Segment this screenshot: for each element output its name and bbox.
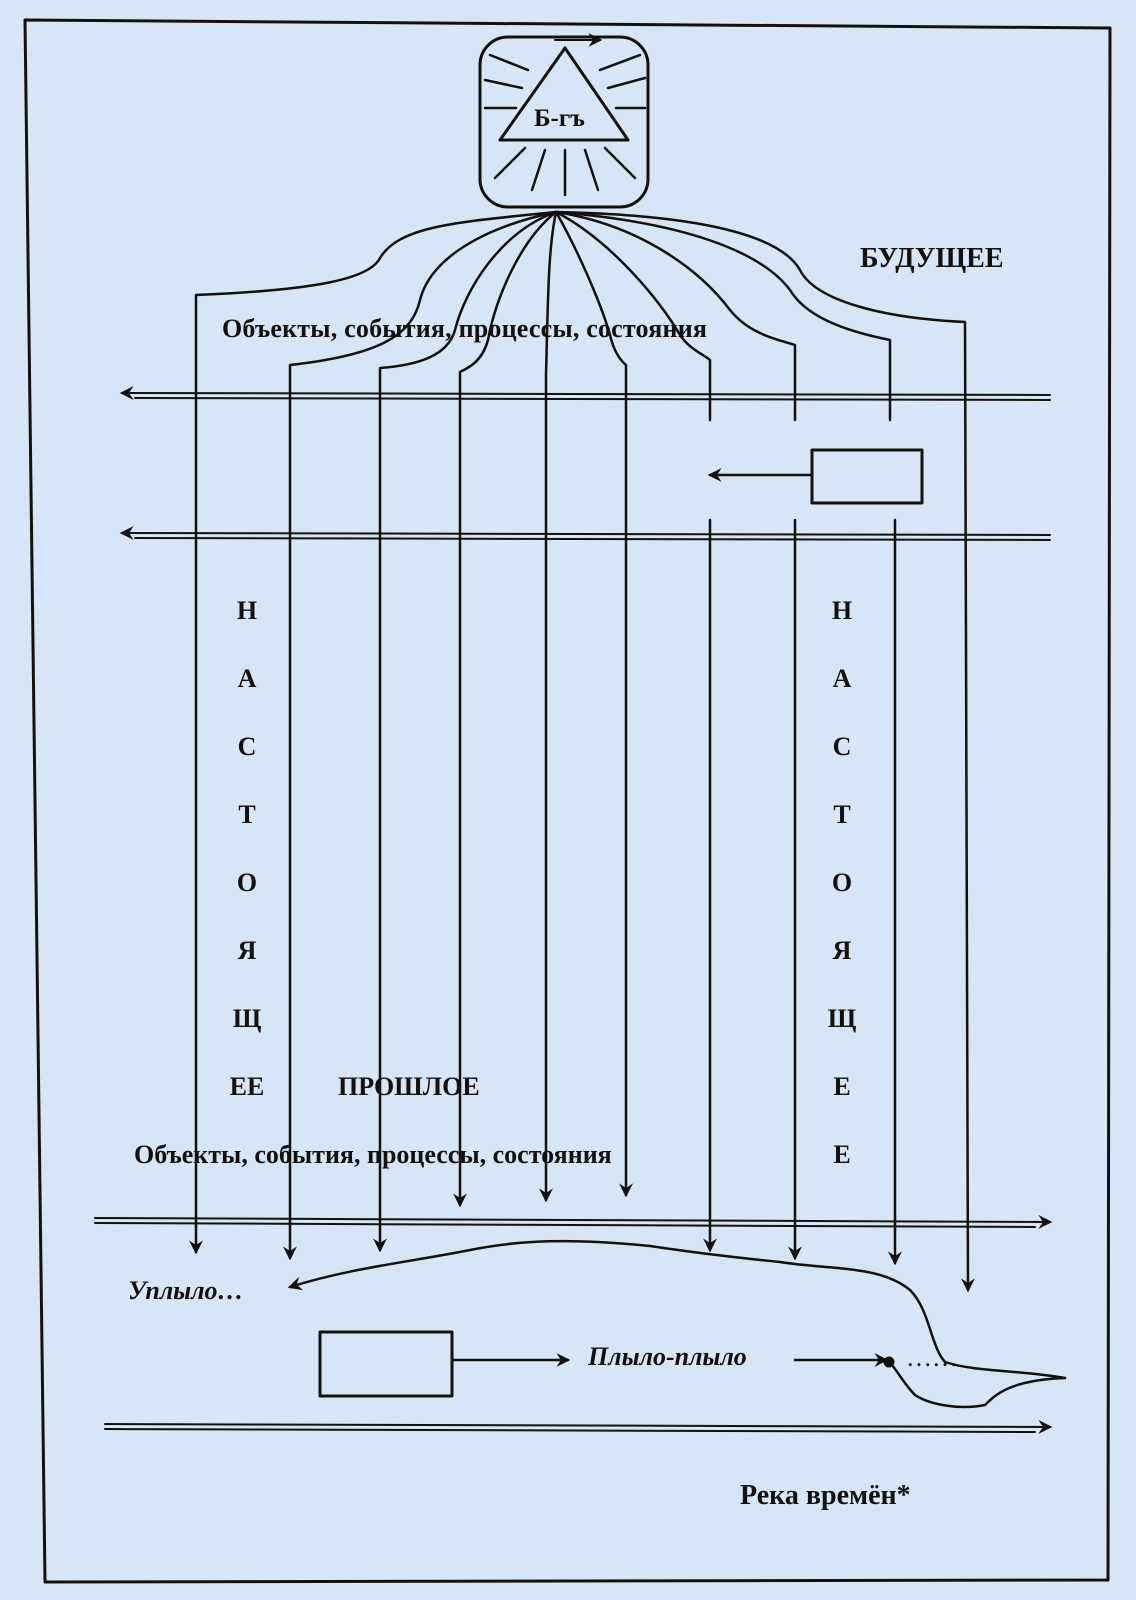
future-timeline-upper — [119, 386, 1051, 401]
future-event-box — [810, 448, 924, 505]
present-right-letter: Н — [831, 596, 853, 625]
floated-away-flow — [287, 1239, 1067, 1380]
present-left-letter: Н — [236, 596, 258, 625]
page-frame — [23, 18, 1112, 1584]
river-branch — [890, 1363, 1067, 1409]
future-label: БУДУЩЕЕ — [860, 243, 1004, 274]
future-timeline-lower — [119, 526, 1051, 541]
present-left-letter: С — [237, 732, 257, 761]
present-left-letter: Щ — [232, 1004, 262, 1033]
present-right-letter: Е — [833, 1072, 851, 1101]
present-right-letter: О — [831, 868, 853, 897]
present-right-letter: Т — [833, 800, 851, 829]
present-left-letter: ЕЕ — [229, 1072, 265, 1101]
river-timeline — [104, 1419, 1053, 1434]
present-right-letter: Е — [833, 1140, 851, 1169]
river-label: Река времён* — [740, 1480, 911, 1511]
floated-away-label: Уплыло… — [128, 1276, 244, 1305]
god-label: Б-гъ — [534, 105, 585, 132]
objects-label-top: Объекты, события, процессы, состояния — [222, 314, 708, 343]
past-timeline — [94, 1214, 1053, 1229]
river-node — [883, 1356, 895, 1368]
present-right-letter: С — [832, 732, 852, 761]
present-left-letter: О — [236, 868, 258, 897]
present-right-letter: Я — [832, 936, 852, 965]
present-right-letter: Щ — [827, 1004, 857, 1033]
floating-object-box — [318, 1330, 454, 1398]
floating-label: Плыло-плыло — [588, 1342, 747, 1371]
emanation-lines — [189, 210, 975, 1293]
god-box — [478, 35, 650, 209]
present-right-letter: А — [832, 664, 852, 693]
present-left-letter: А — [237, 664, 257, 693]
objects-label-bottom: Объекты, события, процессы, состояния — [134, 1140, 612, 1169]
past-label: ПРОШЛОЕ — [338, 1072, 480, 1101]
rays-icon — [483, 53, 647, 197]
god-triangle-icon — [498, 46, 630, 142]
dots-label: …… — [906, 1343, 958, 1372]
present-left-letter: Я — [237, 936, 257, 965]
present-left-letter: Т — [238, 800, 256, 829]
